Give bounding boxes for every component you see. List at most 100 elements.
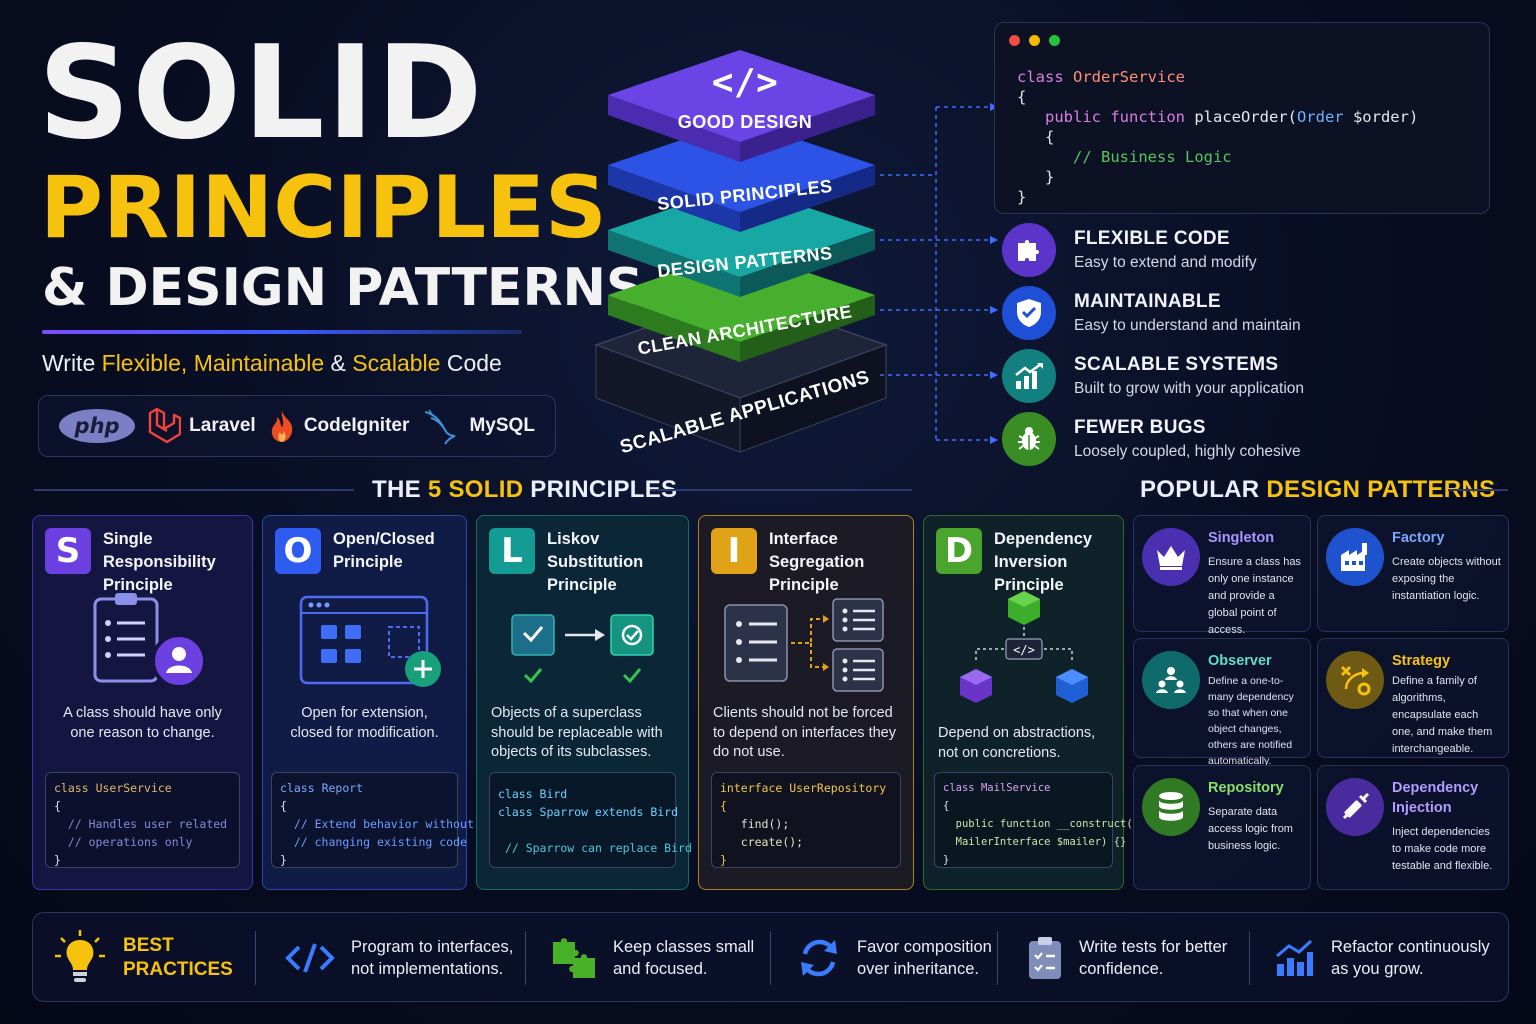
principle-code: class UserService { // Handles user rela… [45,772,240,868]
tech-laravel: Laravel [147,407,256,445]
puzzle-pieces-icon [553,938,595,978]
crown-icon [1142,528,1200,586]
layer-solid-principles [608,120,875,232]
separator [1249,931,1250,985]
substitution-icon [477,591,688,711]
pattern-card-factory: Factory Create objects without exposing … [1317,515,1509,632]
principle-badge-l: L [489,528,535,574]
principle-badge-s: S [45,528,91,574]
separator [525,931,526,985]
interface-split-icon [699,591,913,711]
principle-description: Open for extension, closed for modificat… [290,705,439,741]
design-patterns-heading: POPULAR DESIGN PATTERNS [1140,476,1496,503]
title-underline [42,330,522,334]
php-logo: php [59,409,136,443]
divider-left [34,489,354,491]
window-extension-icon [263,591,466,711]
layer-label-good-design: GOOD DESIGN [677,112,813,132]
practice-program-to-interfaces: Program to interfaces,not implementation… [285,913,513,1003]
principle-description: A class should have only one reason to c… [63,705,222,741]
principle-title: Dependency Inversion Principle [994,530,1093,594]
benefit-connectors [880,103,998,444]
principle-description: Clients should not be forced to depend o… [713,705,896,760]
pattern-card-repository: Repository Separate data access logic fr… [1133,765,1311,890]
close-dot-icon [1009,35,1020,46]
pattern-card-strategy: Strategy Define a family of algorithms, … [1317,638,1509,758]
code-window: class OrderService { public function pla… [994,22,1490,214]
codeigniter-label: CodeIgniter [303,415,410,436]
principle-card-o: O Open/Closed Principle Open for extensi… [262,515,474,890]
code-glyph-icon: </> [711,62,779,103]
lightbulb-icon [55,930,105,982]
solid-principles-heading: THE 5 SOLID PRINCIPLES [372,476,678,503]
tech-stack-bar: php Laravel CodeIgniter MySQL [38,395,556,457]
shield-icon [1002,286,1056,340]
principle-code: interface UserRepository { find(); creat… [711,772,901,868]
puzzle-icon [1002,223,1056,277]
minimize-dot-icon [1029,35,1040,46]
title-solid: SOLID [38,19,485,168]
code-snippet: class OrderService { public function pla… [1017,68,1419,206]
principle-title: Interface Segregation Principle [769,530,865,594]
principle-code: class Bird class Sparrow extends Bird //… [489,772,692,868]
tech-mysql: MySQL [421,406,535,446]
principle-card-l: L Liskov Substitution Principle Objects … [476,515,692,890]
clipboard-check-icon [1029,937,1061,979]
mysql-label: MySQL [469,415,535,436]
people-icon [1142,651,1200,709]
title-design-patterns: & DESIGN PATTERNS [42,258,644,318]
principle-code: class MailService { public function __co… [934,772,1133,868]
principle-badge-o: O [275,528,321,574]
principle-badge-d: D [936,528,982,574]
dolphin-icon [425,409,456,445]
factory-icon [1326,528,1384,586]
tagline: Write Flexible, Maintainable & Scalable … [42,350,502,376]
principle-description: Objects of a superclass should be replac… [491,705,663,760]
svg-text:</>: </> [1013,643,1035,657]
principle-card-s: S Single Responsibility Principle A clas… [32,515,253,890]
syringe-icon [1326,778,1384,836]
principle-card-i: I Interface Segregation Principle Client… [698,515,914,890]
separator [770,931,771,985]
tech-php: php [59,409,136,443]
database-icon [1142,778,1200,836]
laravel-icon [148,407,182,444]
best-practices-label: BEST PRACTICES [53,913,233,1003]
bug-icon [1002,412,1056,466]
strategy-icon [1326,651,1384,709]
trend-chart-icon [1276,939,1313,976]
flame-icon [271,411,293,442]
layer-stack-graphic [593,50,889,453]
growth-chart-icon [1002,349,1056,403]
dependency-cubes-icon: </> [924,591,1123,711]
title-principles: PRINCIPLES [40,158,607,258]
principle-badge-i: I [711,528,757,574]
pattern-card-dependency-injection: Dependency Injection Inject dependencies… [1317,765,1509,890]
refresh-arrows-icon [801,939,837,977]
tech-codeigniter: CodeIgniter [268,409,410,443]
maximize-dot-icon [1049,35,1060,46]
principle-title: Liskov Substitution Principle [547,530,644,594]
pattern-card-singleton: Singleton Ensure a class has only one in… [1133,515,1311,636]
clipboard-user-icon [33,591,252,711]
best-practices-bar: BEST PRACTICES Program to interfaces,not… [32,912,1509,1002]
code-brackets-icon [285,943,335,973]
principle-description: Depend on abstractions, not on concretio… [938,725,1096,761]
principle-card-d: D Dependency Inversion Principle </> Dep… [923,515,1133,890]
layer-good-design [608,50,875,162]
principle-code: class Report { // Extend behavior withou… [271,772,474,868]
architecture-layer-stack: </> GOOD DESIGN SOLID PRINCIPLES DESIGN … [590,40,900,470]
principle-title: Single Responsibility Principle [103,530,216,594]
divider-right [650,489,912,491]
window-controls [1009,35,1060,46]
pattern-card-observer: Observer Define a one-to-many dependency… [1133,638,1311,767]
laravel-label: Laravel [189,415,256,436]
